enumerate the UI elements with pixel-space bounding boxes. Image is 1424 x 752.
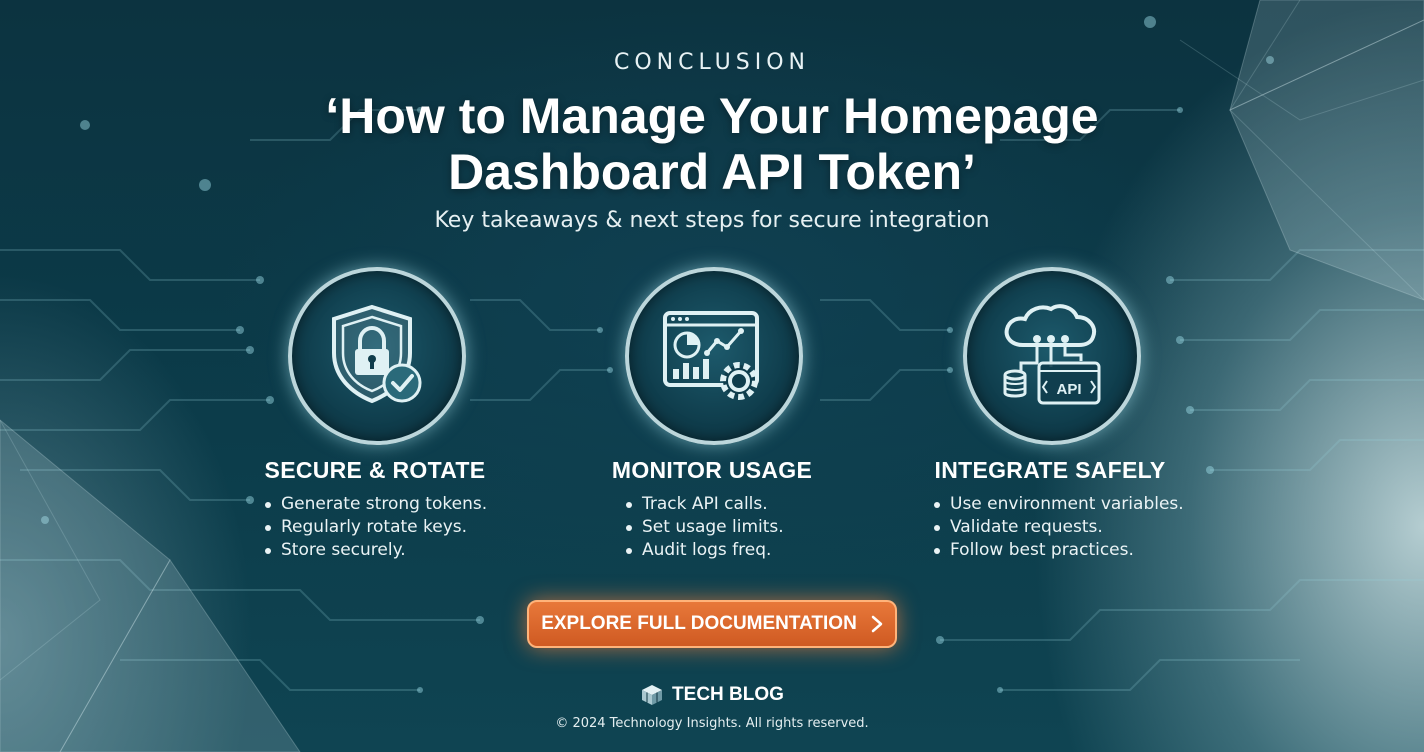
list-item: Store securely. bbox=[263, 539, 487, 562]
list-item: Generate strong tokens. bbox=[263, 493, 487, 516]
list-item: Use environment variables. bbox=[932, 493, 1184, 516]
page-title: ‘How to Manage Your Homepage Dashboard A… bbox=[325, 88, 1099, 200]
card-bullets: Use environment variables. Validate requ… bbox=[932, 493, 1184, 562]
list-item: Set usage limits. bbox=[624, 516, 784, 539]
list-item: Track API calls. bbox=[624, 493, 784, 516]
list-item: Validate requests. bbox=[932, 516, 1184, 539]
card-title: SECURE & ROTATE bbox=[264, 457, 486, 483]
page-subtitle: Key takeaways & next steps for secure in… bbox=[434, 208, 990, 233]
brand-logo: TECH BLOG bbox=[0, 683, 1424, 707]
cta-label: EXPLORE FULL DOCUMENTATION bbox=[541, 613, 857, 634]
list-item: Regularly rotate keys. bbox=[263, 516, 487, 539]
brand-name: TECH BLOG bbox=[672, 684, 784, 705]
copyright-text: © 2024 Technology Insights. All rights r… bbox=[555, 716, 869, 731]
card-bullets: Track API calls. Set usage limits. Audit… bbox=[624, 493, 784, 562]
icon-circle bbox=[625, 267, 803, 445]
card-bullets: Generate strong tokens. Regularly rotate… bbox=[263, 493, 487, 562]
cloud-api-database-icon: API bbox=[1003, 304, 1101, 405]
card-title: MONITOR USAGE bbox=[611, 457, 813, 483]
cube-logo-icon bbox=[642, 685, 663, 705]
dashboard-chart-gear-icon bbox=[663, 311, 759, 400]
explore-documentation-button[interactable]: EXPLORE FULL DOCUMENTATION bbox=[527, 600, 897, 648]
icon-circle bbox=[288, 267, 466, 445]
list-item: Follow best practices. bbox=[932, 539, 1184, 562]
api-badge-text: API bbox=[1056, 381, 1081, 398]
icon-circle: API bbox=[963, 267, 1141, 445]
eyebrow-label: CONCLUSION bbox=[614, 50, 810, 75]
chevron-right-icon bbox=[871, 615, 883, 633]
card-title: INTEGRATE SAFELY bbox=[934, 457, 1166, 483]
list-item: Audit logs freq. bbox=[624, 539, 784, 562]
shield-lock-check-icon bbox=[332, 304, 422, 404]
